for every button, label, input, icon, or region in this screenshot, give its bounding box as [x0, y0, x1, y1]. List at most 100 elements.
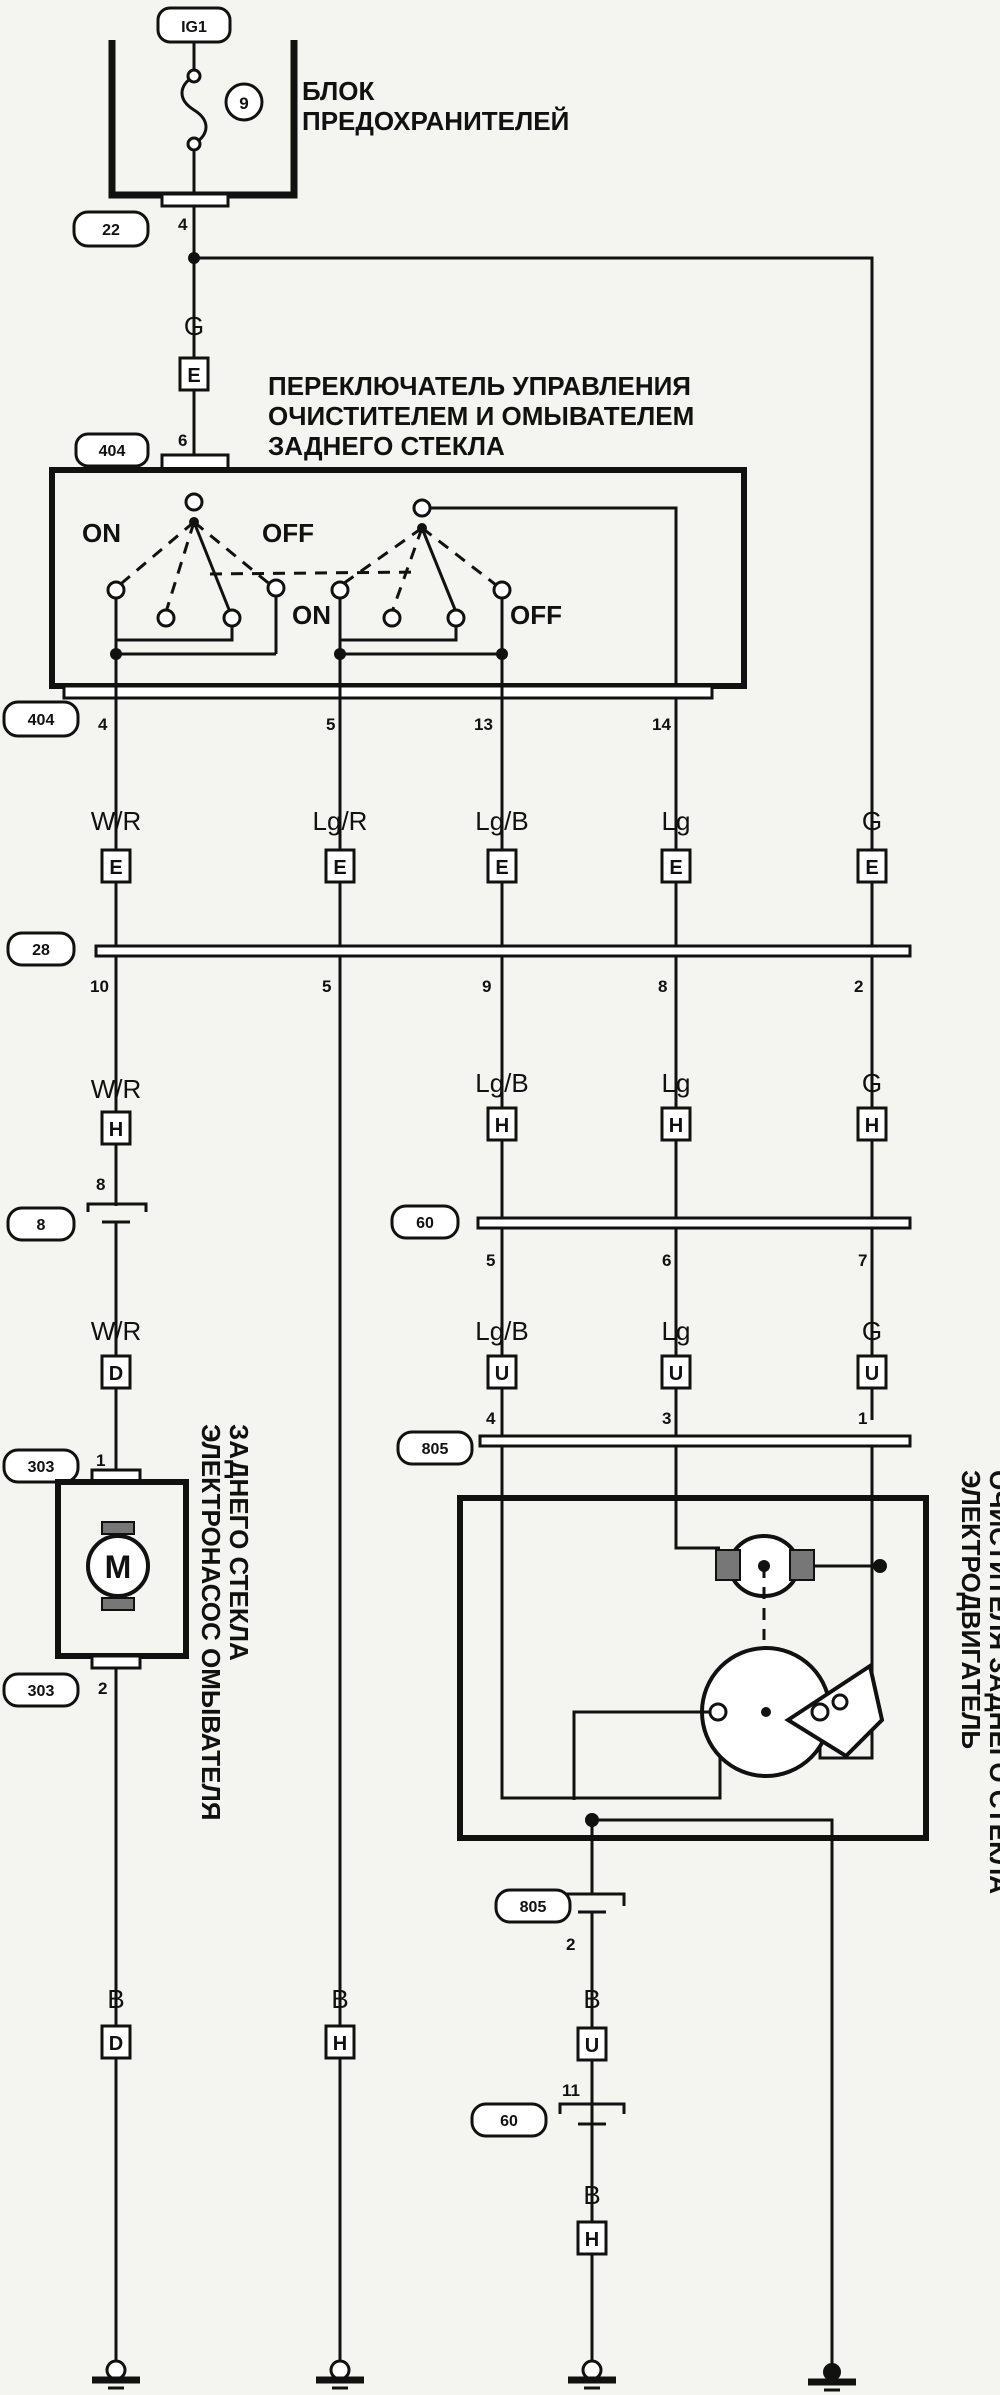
u-wire-labels: Lg/B U Lg U G U	[475, 1316, 888, 1390]
pump-wire-letter: D	[109, 1363, 123, 1385]
connector-404-bottom: 404	[28, 712, 55, 729]
ground-symbol-3	[568, 2359, 616, 2390]
c60-pin-7: 7	[858, 1251, 867, 1270]
wiper-ground-pin: 2	[566, 1935, 575, 1954]
connector-8-label: 8	[37, 1217, 46, 1234]
wire-lg-letter: E	[669, 857, 682, 879]
wire-g-color: G	[862, 806, 882, 836]
connector-60: 60 5 6 7	[390, 1204, 912, 1270]
switch-pos-on-2: ON	[292, 600, 331, 630]
u-wire-lgb-color: Lg/B	[475, 1316, 529, 1346]
motor-icon	[86, 1534, 150, 1598]
ground-wire-3-color: B	[583, 1984, 600, 2014]
ground-c60-pin: 11	[562, 2081, 580, 2100]
motor-symbol: M	[105, 1549, 132, 1585]
feed-wire-color: G	[184, 311, 204, 341]
connector-805-label: 805	[422, 1441, 449, 1458]
h-wire-wr-color: W/R	[91, 1074, 142, 1104]
final-ground-wire-letter: H	[585, 2229, 599, 2251]
u-wire-g-letter: U	[865, 1363, 879, 1385]
ground-wire-3-letter: U	[585, 2035, 599, 2057]
switch-label-3: ЗАДНЕГО СТЕКЛА	[268, 431, 505, 461]
switch-pos-off-1: OFF	[262, 518, 314, 548]
pump-wire-color: W/R	[91, 1316, 142, 1346]
switch-pos-on-1: ON	[82, 518, 121, 548]
connector-805: 805 4 3 1	[396, 1409, 912, 1466]
h-wire-lg-letter: H	[669, 1115, 683, 1137]
fuse-block: IG1 9 БЛОК ПРЕДОХРАНИТЕЛЕЙ 22 4	[72, 6, 569, 248]
ground-connector-60-label: 60	[500, 2113, 518, 2130]
c8-pin: 8	[96, 1175, 105, 1194]
u-wire-lg-color: Lg	[662, 1316, 691, 1346]
fuse-block-label-1: БЛОК	[302, 76, 375, 106]
switch-out-pin-4: 4	[98, 715, 108, 734]
ground-wire-1-letter: D	[109, 2033, 123, 2055]
wiper-motor-label-1: ЭЛЕКТРОДВИГАТЕЛЬ	[956, 1470, 986, 1749]
fuse-number: 9	[239, 94, 248, 113]
u-wire-lg-letter: U	[669, 1363, 683, 1385]
wire-lgb-letter: E	[495, 857, 508, 879]
fuse-pin-4: 4	[178, 215, 188, 234]
pump-connector-bottom: 303	[28, 1683, 55, 1700]
connector-22-label: 22	[102, 222, 120, 239]
c28-pin-9: 9	[482, 977, 491, 996]
c60-pin-5: 5	[486, 1251, 495, 1270]
h-wire-wr-letter: H	[109, 1119, 123, 1141]
wiper-washer-switch: ПЕРЕКЛЮЧАТЕЛЬ УПРАВЛЕНИЯ ОЧИСТИТЕЛЕМ И О…	[2, 371, 747, 738]
connector-404-top: 404	[99, 443, 126, 460]
ground-wire-2-letter: H	[333, 2033, 347, 2055]
switch-out-pin-14: 14	[652, 715, 671, 734]
ground-wire-2-color: B	[331, 1984, 348, 2014]
c60-pin-6: 6	[662, 1251, 671, 1270]
c28-pin-5: 5	[322, 977, 331, 996]
wiper-ground-connector: 805	[520, 1899, 547, 1916]
switch-out-pin-5: 5	[326, 715, 335, 734]
washer-pump: 303 1 M 303 2 ЭЛЕКТРОНАСОС ОМЫВАТЕЛЯ ЗАД…	[2, 1424, 254, 1820]
wire-wr-color: W/R	[91, 806, 142, 836]
ig1-label: IG1	[181, 19, 207, 36]
pump-label-2: ЗАДНЕГО СТЕКЛА	[224, 1424, 254, 1661]
connector-28-label: 28	[32, 942, 50, 959]
c28-pin-2: 2	[854, 977, 863, 996]
c805-pin-3: 3	[662, 1409, 671, 1428]
switch-label-1: ПЕРЕКЛЮЧАТЕЛЬ УПРАВЛЕНИЯ	[268, 371, 691, 401]
ground-connector-60: 11 60	[470, 2081, 626, 2138]
connector-28: 28 10 5 9 8 2	[6, 931, 912, 996]
wire-lgb-color: Lg/B	[475, 806, 529, 836]
c805-pin-1: 1	[858, 1409, 867, 1428]
feed-wire-letter: E	[187, 365, 200, 387]
pump-connector-top: 303	[28, 1459, 55, 1476]
h-wire-lg-color: Lg	[662, 1068, 691, 1098]
ground-symbol-2	[316, 2359, 364, 2390]
u-wire-g-color: G	[862, 1316, 882, 1346]
h-wire-g-color: G	[862, 1068, 882, 1098]
switch-pos-off-2: OFF	[510, 600, 562, 630]
pump-pin-1: 1	[96, 1451, 105, 1470]
wire-lg-color: Lg	[662, 806, 691, 836]
switch-out-pin-13: 13	[474, 715, 493, 734]
ground-symbol-1	[92, 2359, 140, 2390]
wire-lgr-letter: E	[333, 857, 346, 879]
wire-lgr-color: Lg/R	[313, 806, 368, 836]
u-wire-lgb-letter: U	[495, 1363, 509, 1385]
fuse-block-label-2: ПРЕДОХРАНИТЕЛЕЙ	[302, 106, 569, 136]
h-wire-lgb-color: Lg/B	[475, 1068, 529, 1098]
h-wire-lgb-letter: H	[495, 1115, 509, 1137]
switch-input-pin: 6	[178, 431, 187, 450]
wiper-motor: ЭЛЕКТРОДВИГАТЕЛЬ ОЧИСТИТЕЛЯ ЗАДНЕГО СТЕК…	[457, 1446, 1000, 2378]
wire-wr-letter: E	[109, 857, 122, 879]
e-wire-labels: W/R E Lg/R E Lg/B E Lg E G E	[91, 806, 888, 884]
c28-pin-8: 8	[658, 977, 667, 996]
final-ground-wire-color: B	[583, 2180, 600, 2210]
wiper-motor-label-2: ОЧИСТИТЕЛЯ ЗАДНЕГО СТЕКЛА	[984, 1470, 1000, 1894]
pump-label-1: ЭЛЕКТРОНАСОС ОМЫВАТЕЛЯ	[196, 1424, 226, 1820]
connector-60-label: 60	[416, 1215, 434, 1232]
fuse-icon	[180, 74, 208, 146]
wire-g-letter: E	[865, 857, 878, 879]
c28-pin-10: 10	[90, 977, 109, 996]
connector-8: 8 8	[6, 1175, 148, 1368]
pump-pin-2: 2	[98, 1679, 107, 1698]
h-wire-labels: W/R H Lg/B H Lg H G H	[91, 956, 888, 1206]
ground-symbol-4	[808, 2363, 856, 2392]
